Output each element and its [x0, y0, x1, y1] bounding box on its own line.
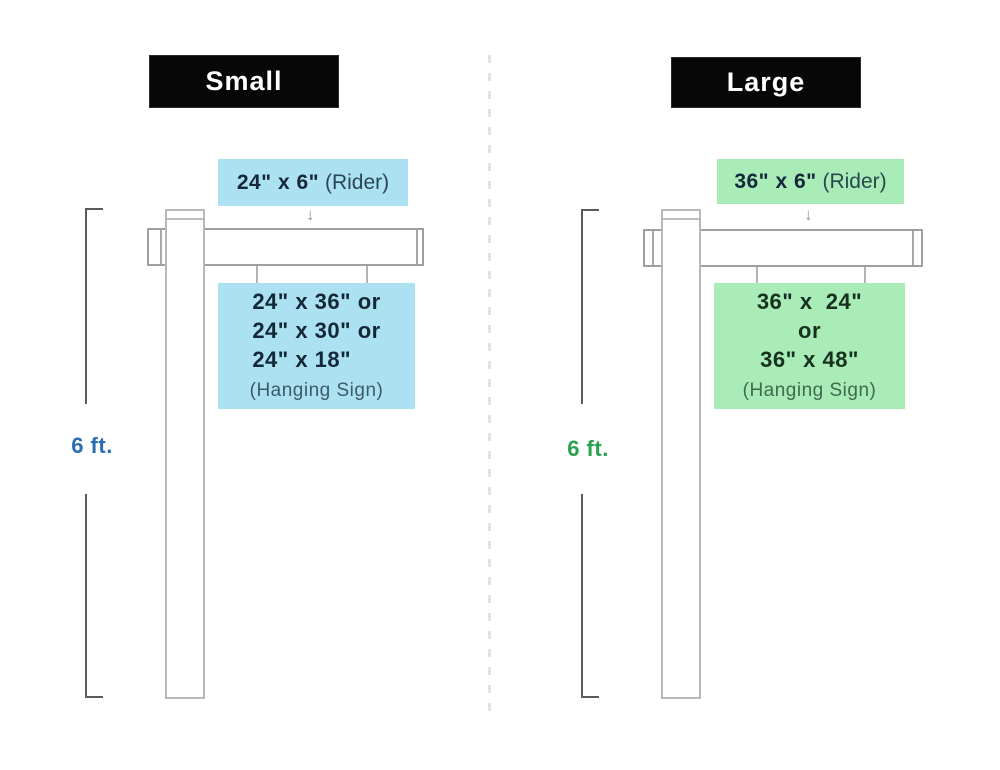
crossbar-small-left-seam	[160, 230, 162, 264]
hanging-sign-large-line: 36" x 48"	[760, 347, 859, 372]
hanging-sign-small-dimensions: 24" x 36" or 24" x 30" or 24" x 18"	[252, 287, 380, 374]
rider-sign-large: 36" x 6" (Rider)	[717, 159, 904, 204]
header-large-label: Large	[726, 67, 806, 97]
hanger-line-small-left	[256, 266, 258, 284]
rider-small-dimensions: 24" x 6"	[236, 170, 320, 194]
hanging-sign-small-line: 24" x 30" or	[252, 318, 381, 343]
header-small-label: Small	[205, 66, 283, 96]
hanging-sign-large-line: 36" x 24"	[756, 289, 863, 314]
crossbar-small-right-seam	[416, 230, 418, 264]
crossbar-large-right-seam	[912, 231, 914, 265]
hanger-line-large-left	[756, 267, 758, 284]
hanging-sign-large-label: (Hanging Sign)	[742, 380, 877, 401]
rider-small-suffix: (Rider)	[319, 170, 390, 194]
height-label-large: 6 ft.	[567, 436, 609, 461]
hanger-line-small-right	[366, 266, 368, 284]
height-bracket-large-lower	[581, 494, 583, 698]
diagram-panel-small: Small 24" x 6" (Rider) ↓ 24" x 36" or 24…	[0, 0, 490, 770]
height-bracket-large-top-tick	[581, 209, 599, 211]
sign-post-large	[661, 209, 701, 699]
post-large-cap-seam	[663, 218, 699, 220]
hanging-sign-small-label: (Hanging Sign)	[249, 380, 384, 401]
height-bracket-small-lower	[85, 494, 87, 698]
crossbar-large-left-seam	[652, 231, 654, 265]
hanging-sign-large-line: or	[798, 318, 821, 343]
down-arrow-icon: ↓	[804, 205, 813, 224]
header-small: Small	[150, 56, 338, 107]
header-large: Large	[672, 58, 860, 107]
hanging-sign-large-dimensions: 36" x 24" or 36" x 48"	[757, 287, 862, 374]
height-bracket-small-bottom-tick	[85, 696, 103, 698]
post-small-cap-seam	[167, 218, 203, 220]
sign-post-small	[165, 209, 205, 699]
rider-large-dimensions: 36" x 6"	[734, 169, 817, 193]
height-bracket-small-top-tick	[85, 208, 103, 210]
rider-sign-small: 24" x 6" (Rider)	[218, 159, 408, 206]
height-label-small: 6 ft.	[71, 433, 113, 458]
height-bracket-small-upper	[85, 208, 87, 404]
hanging-sign-small-line: 24" x 18"	[252, 347, 352, 372]
rider-large-suffix: (Rider)	[816, 169, 887, 193]
hanging-sign-small-line: 24" x 36" or	[252, 289, 381, 314]
height-bracket-large-upper	[581, 209, 583, 404]
hanger-line-large-right	[864, 267, 866, 284]
down-arrow-icon: ↓	[306, 205, 315, 224]
hanging-sign-small: 24" x 36" or 24" x 30" or 24" x 18" (Han…	[218, 283, 415, 409]
dashed-divider-line	[488, 55, 491, 718]
hanging-sign-large: 36" x 24" or 36" x 48" (Hanging Sign)	[714, 283, 905, 409]
height-bracket-large-bottom-tick	[581, 696, 599, 698]
diagram-panel-large: Large 36" x 6" (Rider) ↓ 36" x 24" or 36…	[490, 0, 1000, 770]
